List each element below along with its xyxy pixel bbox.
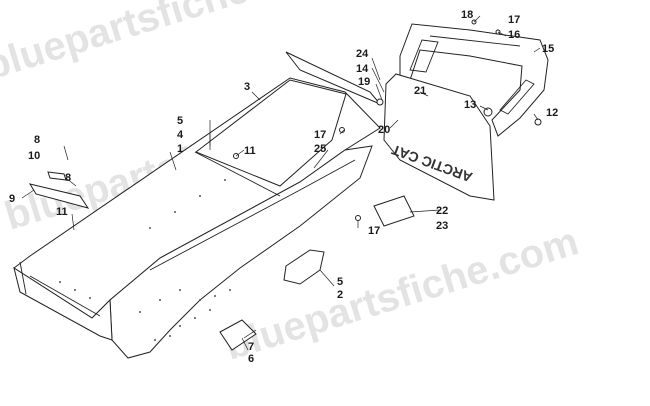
bumper-top-edge xyxy=(429,35,521,47)
callout-20: 20 xyxy=(378,124,390,136)
mount-bracket-2 xyxy=(283,249,325,285)
tunnel-front-edge xyxy=(13,266,113,341)
callout-14: 14 xyxy=(356,63,369,75)
rear-cover-plate xyxy=(195,79,347,187)
callout-25: 25 xyxy=(314,143,326,155)
strip-10 xyxy=(47,171,67,181)
callout-6: 6 xyxy=(248,353,254,365)
tunnel-side-rail xyxy=(149,159,356,271)
callout-8b: 8 xyxy=(65,172,71,184)
callout-18: 18 xyxy=(461,9,473,21)
callout-2: 2 xyxy=(337,289,343,301)
callout-24: 24 xyxy=(356,48,369,60)
callout-15: 15 xyxy=(542,43,554,55)
tunnel-bend-line xyxy=(29,275,101,317)
callout-1: 1 xyxy=(177,143,183,155)
callout-11a: 11 xyxy=(244,145,256,157)
callout-4: 4 xyxy=(177,129,184,141)
callout-labels: 1 2 3 4 5 5 6 7 8 8 9 10 11 11 12 13 14 … xyxy=(9,9,558,365)
license-plate xyxy=(383,73,495,201)
bracket-9 xyxy=(28,183,90,209)
callout-21: 21 xyxy=(414,85,426,97)
tunnel-ridge-line xyxy=(194,151,281,197)
hitch-flap-22 xyxy=(373,195,415,227)
callout-5b: 5 xyxy=(337,276,343,288)
tunnel-side-skirt xyxy=(109,145,373,359)
fasteners xyxy=(233,19,542,221)
callout-17a: 17 xyxy=(508,14,520,26)
tunnel-flap-line xyxy=(19,261,27,295)
license-plate-assembly: ARCTIC CAT xyxy=(383,73,495,201)
callout-23: 23 xyxy=(436,220,448,232)
bumper-slot-left xyxy=(409,39,439,73)
callout-22: 22 xyxy=(436,205,448,217)
rear-bumper xyxy=(399,23,549,137)
callout-16: 16 xyxy=(508,29,520,41)
callout-5a: 5 xyxy=(177,115,183,127)
callout-12: 12 xyxy=(546,107,558,119)
callout-8a: 8 xyxy=(34,134,40,146)
callout-9: 9 xyxy=(9,193,15,205)
bumper-slot-right xyxy=(499,79,535,115)
callout-10: 10 xyxy=(28,150,40,162)
callout-7: 7 xyxy=(248,341,254,353)
callout-17c: 17 xyxy=(368,225,380,237)
callout-11b: 11 xyxy=(56,206,68,218)
callout-17b: 17 xyxy=(314,129,326,141)
leader-lines xyxy=(21,15,541,351)
callout-19: 19 xyxy=(358,76,370,88)
reinforcement-plate-6 xyxy=(219,319,257,351)
watermark-text-top: bluepartsfiche.com xyxy=(0,0,343,89)
callout-3: 3 xyxy=(244,81,250,93)
callout-13: 13 xyxy=(464,99,476,111)
bumper-body xyxy=(399,23,549,137)
